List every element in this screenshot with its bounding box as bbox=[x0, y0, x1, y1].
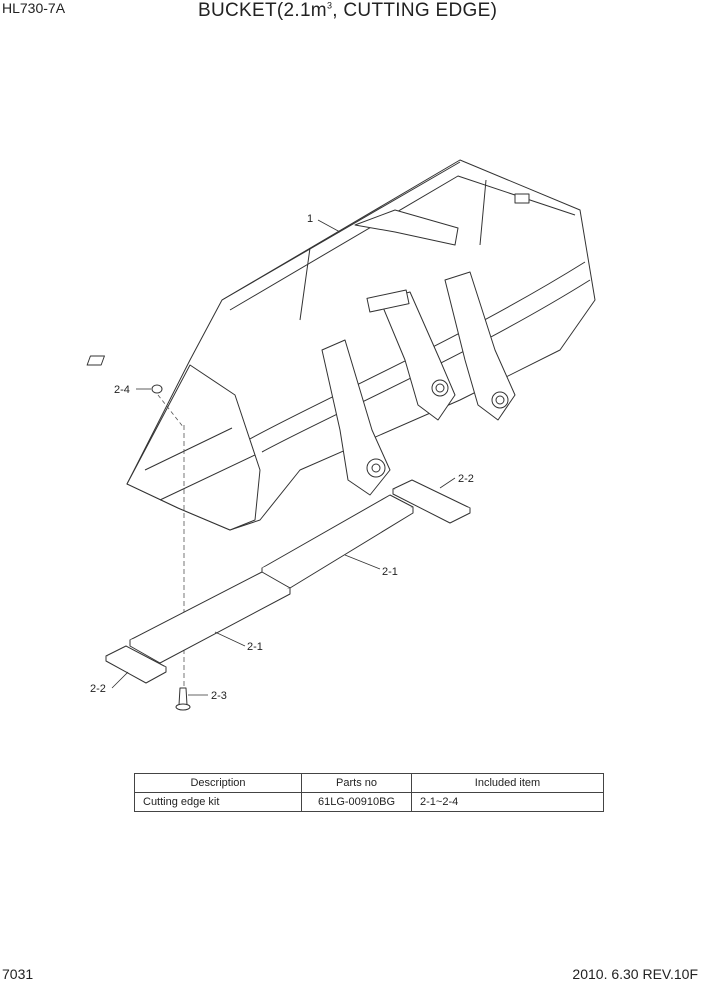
page-title: BUCKET(2.1m3, CUTTING EDGE) bbox=[198, 0, 497, 22]
header-included-item: Included item bbox=[411, 773, 604, 793]
header-description: Description bbox=[134, 773, 302, 793]
cell-parts-no: 61LG-00910BG bbox=[301, 792, 412, 812]
parts-table: Description Parts no Included item Cutti… bbox=[134, 773, 604, 812]
page-number: 7031 bbox=[2, 966, 34, 982]
title-superscript: 3 bbox=[326, 0, 333, 11]
revision-info: 2010. 6.30 REV.10F bbox=[572, 966, 698, 982]
hinge-bracket-left bbox=[321, 339, 391, 496]
bucket-top-rim bbox=[221, 161, 576, 311]
callout-2-1-right: 2-1 bbox=[382, 566, 398, 578]
title-main: BUCKET(2.1m bbox=[198, 0, 327, 21]
callout-2-3: 2-3 bbox=[211, 690, 227, 702]
bucket-side-plate bbox=[126, 364, 261, 531]
callout-2-2-right: 2-2 bbox=[458, 473, 474, 485]
callout-2-1-left: 2-1 bbox=[247, 641, 263, 653]
title-rest: , CUTTING EDGE) bbox=[332, 0, 498, 21]
model-code: HL730-7A bbox=[2, 0, 66, 16]
hinge-bracket-right bbox=[444, 271, 516, 421]
header-parts-no: Parts no bbox=[301, 773, 412, 793]
table-header-row: Description Parts no Included item bbox=[134, 773, 604, 793]
nut-part bbox=[151, 384, 163, 394]
bolt-part bbox=[178, 687, 188, 706]
callout-1: 1 bbox=[307, 213, 313, 225]
cell-included-item: 2-1~2-4 bbox=[411, 792, 604, 812]
top-brace bbox=[354, 209, 459, 246]
callout-2-4: 2-4 bbox=[114, 384, 130, 396]
cell-description: Cutting edge kit bbox=[134, 792, 302, 812]
table-row: Cutting edge kit 61LG-00910BG 2-1~2-4 bbox=[134, 792, 604, 812]
callout-2-2-left: 2-2 bbox=[90, 683, 106, 695]
exploded-parts-drawing: 1 2-4 2-2 2-1 2-1 2-2 2-3 bbox=[86, 159, 596, 711]
bucket-back-curve bbox=[247, 261, 586, 441]
